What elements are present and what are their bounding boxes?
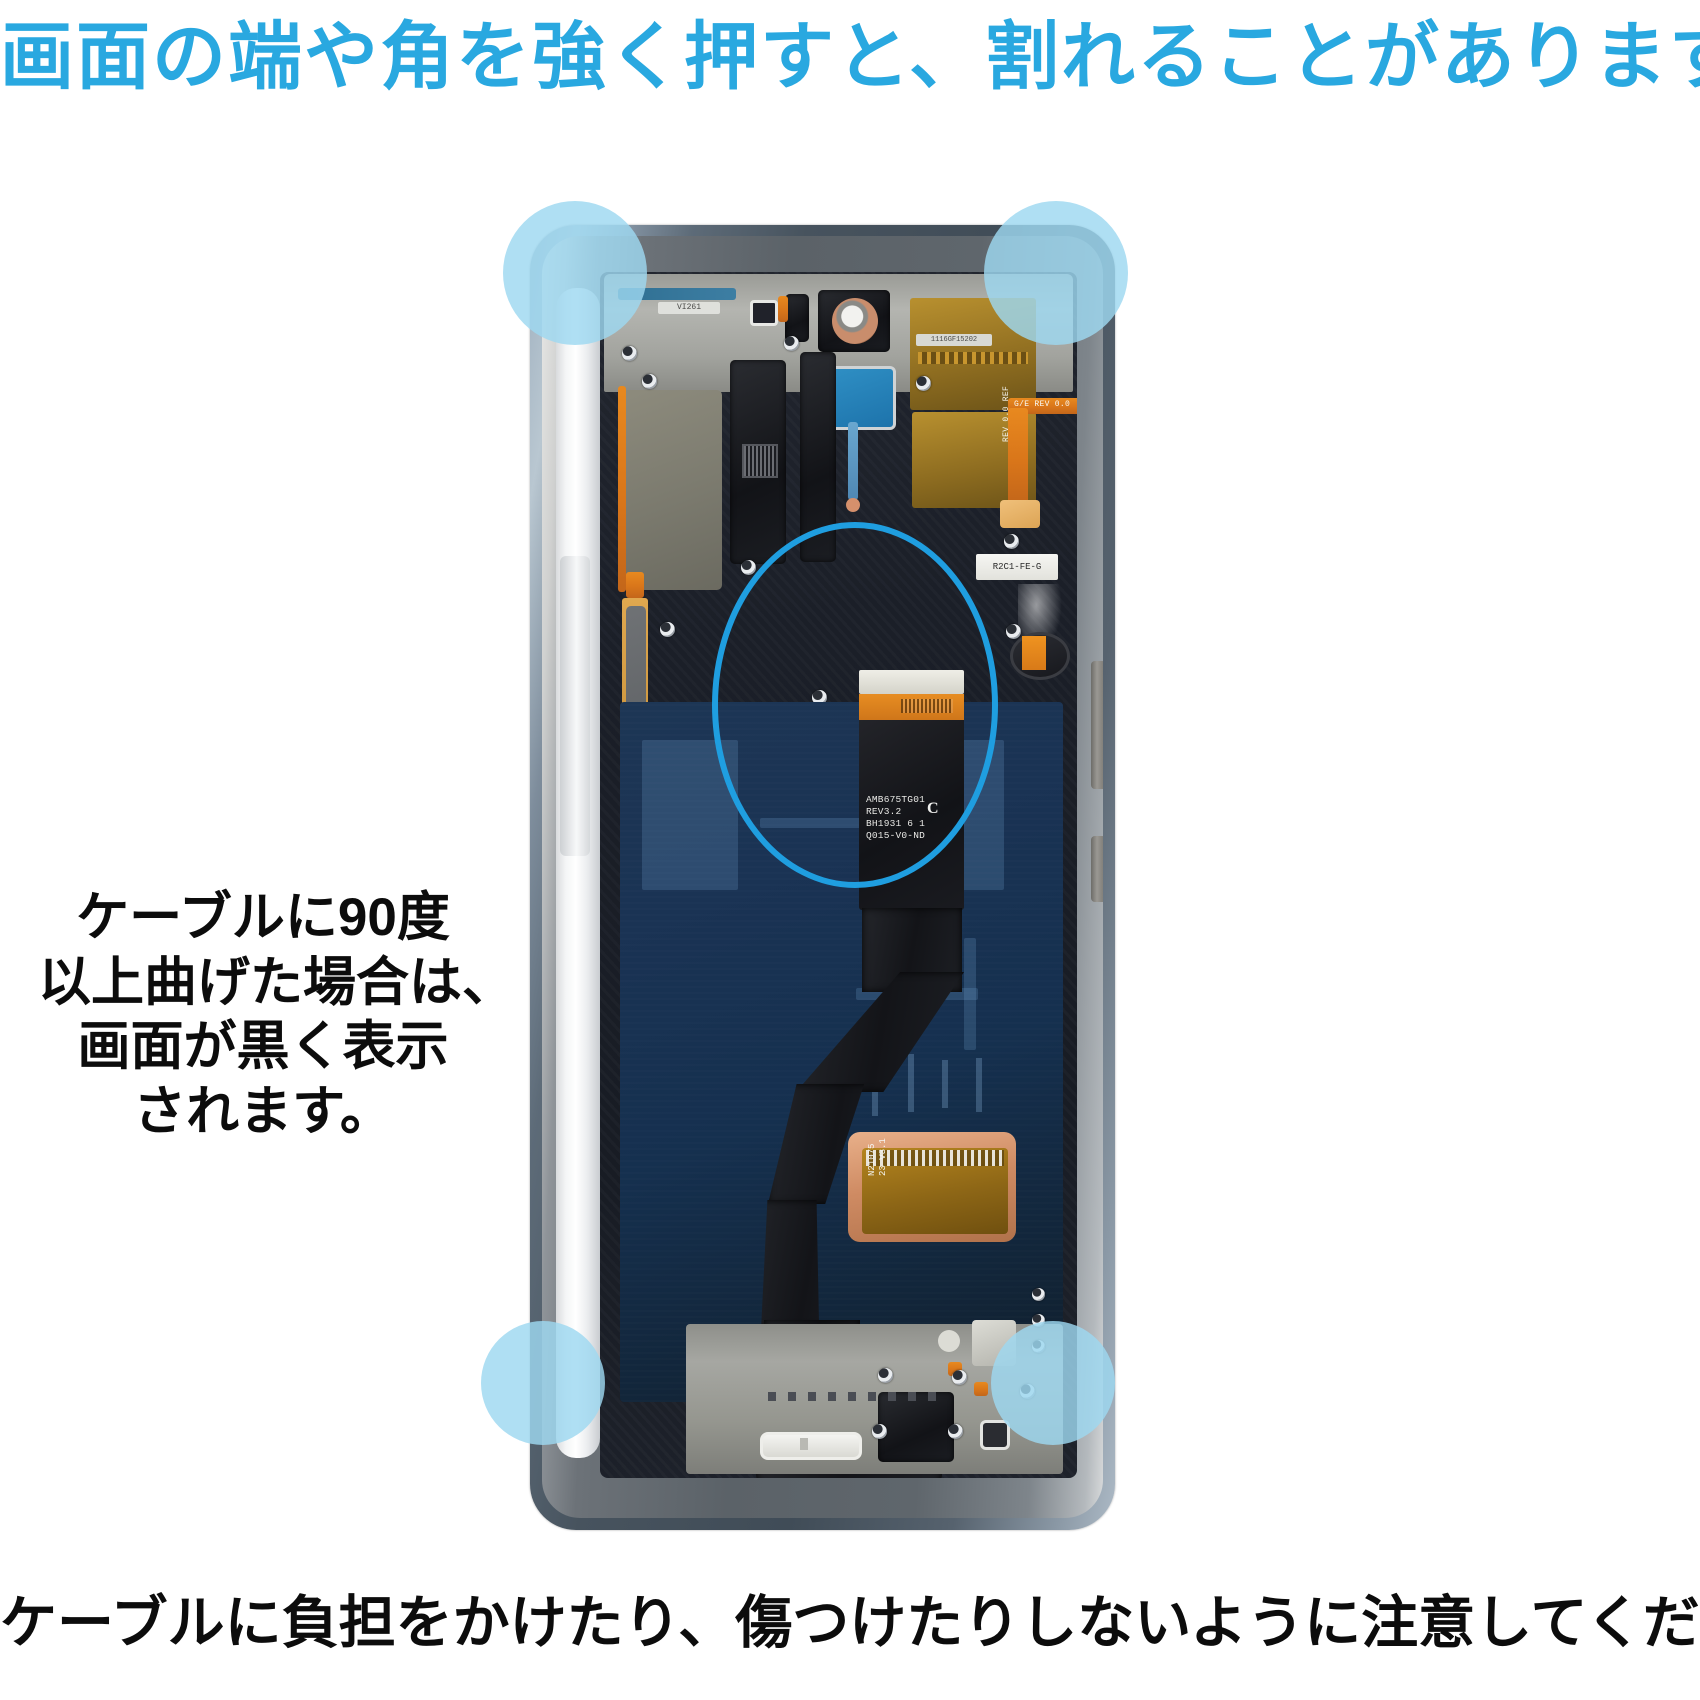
left-pad-edge-flex: [618, 386, 626, 592]
bottom-round-pad: [938, 1330, 960, 1352]
navy-mark-1: [642, 740, 738, 890]
right-flex-label-side: REV 0.0 REF: [1002, 385, 1011, 442]
screw-12: [948, 1424, 963, 1439]
screw-2: [622, 346, 637, 361]
power-button: [1091, 836, 1103, 902]
screw-8: [1004, 534, 1019, 549]
left-side-rail: [556, 288, 600, 1458]
microphone-port: [980, 1420, 1010, 1450]
qr-code-mark: [742, 444, 778, 478]
screw-6: [660, 622, 675, 637]
top-left-sticker: VI261: [658, 302, 720, 314]
display-ribbon-seg-4: [761, 1200, 820, 1328]
phone-mid-frame: VI261 1116GF15202 G/E REV 0.0 REV 0.0 RE…: [542, 236, 1103, 1518]
phone-display-assembly: VI261 1116GF15202 G/E REV 0.0 REV 0.0 RE…: [530, 225, 1115, 1530]
blue-trace-strip: [848, 422, 858, 500]
connector-white-cap: [859, 670, 964, 694]
navy-tick-4: [942, 1060, 948, 1108]
screw-11: [872, 1424, 887, 1439]
speaker-orange-insert: [1022, 636, 1046, 670]
screw-13: [952, 1370, 967, 1385]
left-small-flex: [626, 572, 644, 598]
side-note-line-1: ケーブルに90度: [76, 888, 450, 947]
screw-9: [1006, 624, 1021, 639]
proximity-sensor: [750, 300, 778, 326]
blue-shield-sticker: [828, 366, 896, 430]
connector-body: AMB675TG01 REV3.2 BH1931 6 1 Q015-V0-ND …: [859, 720, 964, 910]
navy-tick-5: [976, 1058, 982, 1112]
bottom-copper-connector: N21075 23 V3.1: [848, 1132, 1016, 1242]
usb-c-tongue: [800, 1438, 808, 1450]
top-right-sticker: 1116GF15202: [916, 334, 992, 346]
bottom-flex-dot-2: [974, 1382, 988, 1396]
display-back-panel: VI261 1116GF15202 G/E REV 0.0 REV 0.0 RE…: [600, 272, 1077, 1478]
screw-16: [1032, 1314, 1045, 1327]
screw-1: [642, 374, 657, 389]
side-note-line-3: 画面が黒く表示: [77, 1017, 449, 1077]
side-note-line-4: されます。: [133, 1081, 393, 1141]
bottom-dot-row: [768, 1392, 940, 1401]
white-sticker: R2C1-FE-G: [976, 554, 1058, 580]
gold-flex-pads: [918, 352, 1028, 364]
right-orange-flex-vertical: [1008, 408, 1028, 504]
screw-5: [741, 560, 756, 575]
earpiece-slot: [785, 294, 809, 342]
flex-connector-pad: [1000, 500, 1040, 528]
top-left-antenna-strip: [618, 288, 736, 300]
connector-part-code: AMB675TG01 REV3.2 BH1931 6 1 Q015-V0-ND: [866, 794, 926, 841]
left-rail-notch: [560, 556, 590, 856]
screw-4: [916, 376, 931, 391]
phone-outer-frame: VI261 1116GF15202 G/E REV 0.0 REV 0.0 RE…: [530, 225, 1115, 1530]
bottom-sensor-pad: [972, 1320, 1016, 1366]
mid-shield-strip: [800, 352, 836, 562]
footer-caption: ケーブルに負担をかけたり、傷つけたりしないように注意してください: [0, 1591, 1700, 1655]
side-note-line-2: 以上曲げた場合は、: [38, 952, 515, 1012]
screw-3: [784, 336, 799, 351]
manufacturer-logo: C: [927, 800, 939, 817]
bottom-connector-code: N21075 23 V3.1: [867, 1138, 888, 1176]
volume-button: [1091, 661, 1103, 789]
bottom-connector-pins: [866, 1150, 1004, 1166]
display-flex-connector: AMB675TG01 REV3.2 BH1931 6 1 Q015-V0-ND …: [859, 670, 964, 910]
screw-14: [1020, 1384, 1035, 1399]
screw-17: [1032, 1340, 1045, 1353]
earpiece-flex: [778, 296, 788, 322]
left-grey-pad: [622, 390, 722, 590]
front-camera-lens: [832, 298, 878, 344]
right-flex-label-top: G/E REV 0.0: [1014, 400, 1071, 409]
navy-tick-3: [908, 1054, 914, 1112]
contact-dot: [846, 498, 860, 512]
side-note-block: ケーブルに90度 以上曲げた場合は、 画面が黒く表示 されます。: [38, 886, 515, 1145]
navy-mark-5: [964, 938, 976, 1050]
connector-orange-band: [859, 694, 964, 720]
bottom-connector-gold-pcb: [862, 1148, 1008, 1234]
screw-10: [878, 1368, 893, 1383]
screw-15: [1032, 1288, 1045, 1301]
usb-c-port: [760, 1432, 862, 1460]
headline-caption: 画面の端や角を強く押すと、割れることがあります: [0, 15, 1700, 98]
bottom-black-chip: [878, 1392, 954, 1462]
